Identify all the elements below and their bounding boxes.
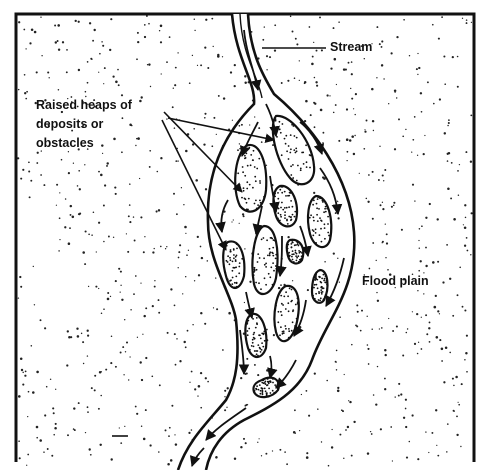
stream-label: Stream <box>330 38 372 57</box>
deposits-label-line-2: deposits or <box>36 115 132 134</box>
deposits-label: Raised heaps of deposits or obstacles <box>36 96 132 153</box>
flood-plain-label: Flood plain <box>362 272 429 291</box>
deposit-island <box>312 270 327 303</box>
deposits-label-line-1: Raised heaps of <box>36 96 132 115</box>
deposits-label-line-3: obstacles <box>36 134 132 153</box>
